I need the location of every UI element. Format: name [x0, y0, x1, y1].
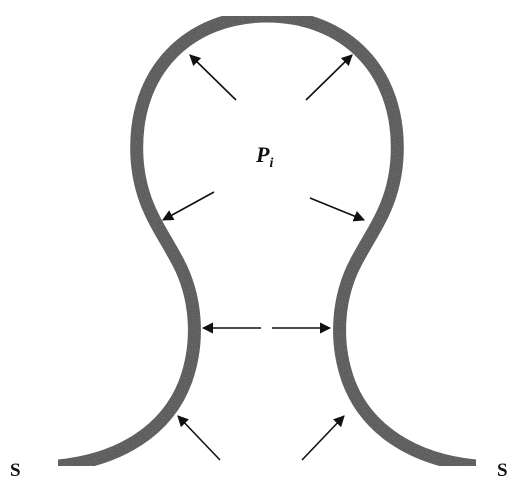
arrow-mid-left [163, 192, 214, 220]
arrow-upper-left [190, 55, 236, 100]
arrow-mid-right [310, 198, 364, 220]
label-s-left: S [10, 460, 21, 481]
pressure-label: Pi [255, 142, 273, 171]
label-s-right: S [497, 460, 508, 481]
pressure-arrows [163, 55, 364, 460]
arrow-upper-right [306, 55, 352, 100]
membrane-outline [58, 16, 476, 466]
pressure-subscript: i [269, 156, 273, 171]
arrow-lower-right [302, 416, 344, 460]
arrow-lower-left [178, 416, 220, 460]
pressure-symbol: P [255, 142, 270, 167]
